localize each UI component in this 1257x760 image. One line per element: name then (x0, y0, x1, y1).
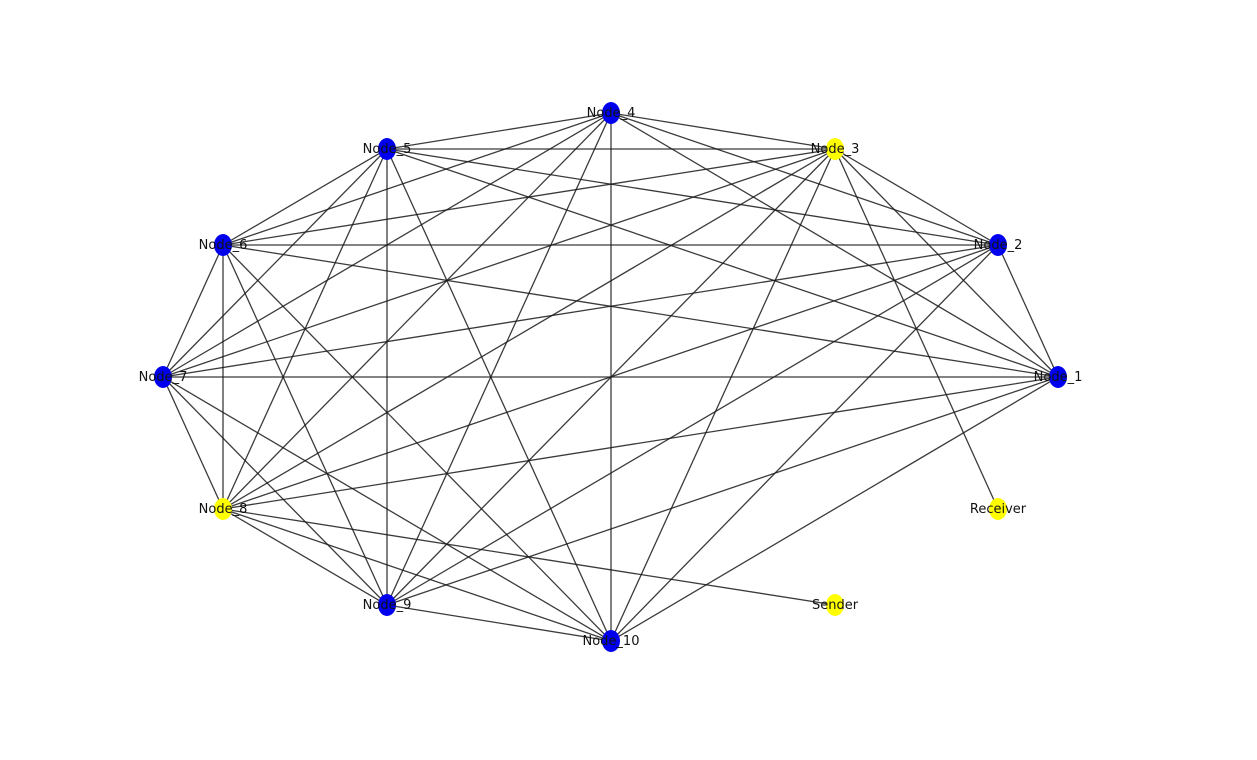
edge-node_2-node_4 (610, 112, 999, 246)
edge-node_2-node_7 (162, 244, 999, 378)
edge-node_6-node_9 (222, 244, 388, 606)
edge-node_7-node_8 (162, 376, 224, 510)
node-node-8[interactable] (214, 498, 232, 520)
node-label: Node_5 (363, 142, 412, 157)
edge-node_8-node_9 (222, 508, 388, 606)
edge-node_3-node_8 (222, 148, 836, 510)
edge-node_6-node_10 (222, 244, 612, 642)
node-node-6[interactable] (214, 234, 232, 256)
edges-layer (162, 112, 1059, 642)
node-label: Node_1 (1034, 370, 1083, 385)
edge-node_1-node_9 (386, 376, 1059, 606)
edge-node_1-node_8 (222, 376, 1059, 510)
edge-node_4-node_5 (386, 112, 612, 150)
node-sender[interactable] (826, 594, 844, 616)
edge-node_6-node_7 (162, 244, 224, 378)
edge-node_3-node_4 (610, 112, 836, 150)
edge-node_9-node_10 (386, 604, 612, 642)
node-node-7[interactable] (154, 366, 172, 388)
node-node-9[interactable] (378, 594, 396, 616)
edge-node_2-node_3 (834, 148, 999, 246)
node-label: Node_7 (139, 370, 188, 385)
node-node-3[interactable] (826, 138, 844, 160)
edge-node_4-node_8 (222, 112, 612, 510)
edge-node_5-node_10 (386, 148, 612, 642)
edge-node_1-node_10 (610, 376, 1059, 642)
node-label: Node_3 (811, 142, 860, 157)
node-label: Sender (812, 598, 859, 613)
edge-node_7-node_10 (162, 376, 612, 642)
labels-layer: Node_1 Node_2 Node_3 Node_4Node_5Node_6Node… (139, 106, 1083, 649)
node-label: Node_9 (363, 598, 412, 613)
node-node-2[interactable] (989, 234, 1007, 256)
node-node-4[interactable] (602, 102, 620, 124)
edge-node_4-node_6 (222, 112, 612, 246)
edge-node_5-node_7 (162, 148, 388, 378)
edge-node_2-node_10 (610, 244, 999, 642)
edge-node_3-node_7 (162, 148, 836, 378)
edge-node_5-node_6 (222, 148, 388, 246)
node-node-1[interactable] (1049, 366, 1067, 388)
node-label: Node_4 (587, 106, 636, 121)
edge-node_2-node_9 (386, 244, 999, 606)
node-label: Receiver (970, 502, 1027, 517)
edge-node_3-receiver (834, 148, 999, 510)
edge-node_7-node_9 (162, 376, 388, 606)
node-node-10[interactable] (602, 630, 620, 652)
edge-node_1-node_2 (997, 244, 1059, 378)
edge-node_8-node_10 (222, 508, 612, 642)
node-node-5[interactable] (378, 138, 396, 160)
node-label: Node_8 (199, 502, 248, 517)
edge-node_1-node_6 (222, 244, 1059, 378)
node-label: Node_10 (583, 634, 640, 649)
node-label: Node_2 (974, 238, 1023, 253)
node-label: Node_6 (199, 238, 248, 253)
edge-node_8-sender (222, 508, 836, 606)
nodes-layer (154, 102, 1067, 652)
edge-node_3-node_10 (610, 148, 836, 642)
node-receiver[interactable] (989, 498, 1007, 520)
edge-node_4-node_9 (386, 112, 612, 606)
